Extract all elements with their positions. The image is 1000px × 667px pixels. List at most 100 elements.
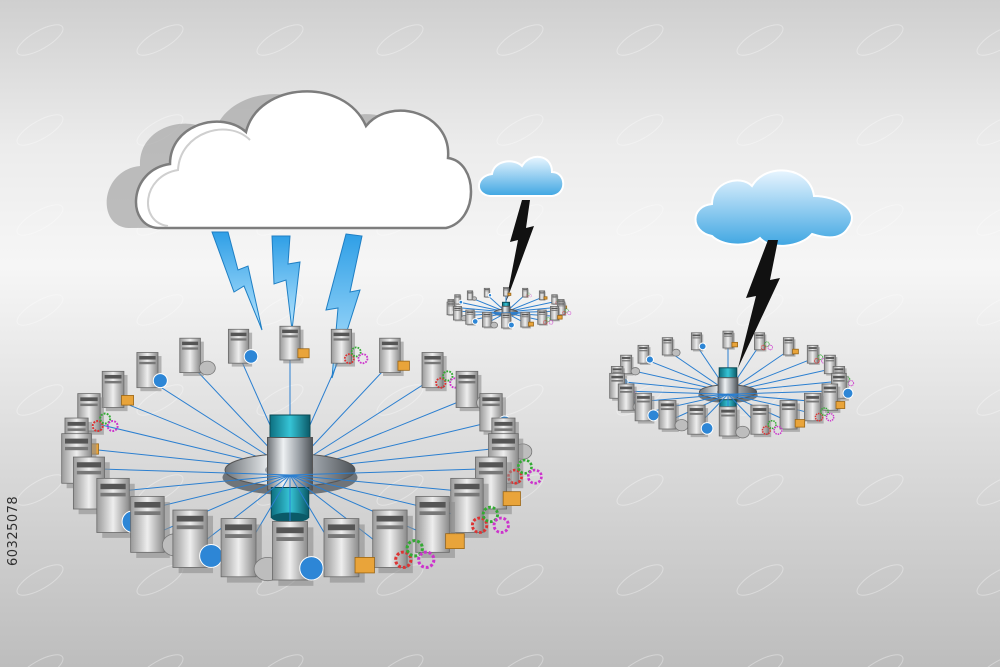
server-slot — [458, 374, 476, 379]
large-cluster — [61, 90, 543, 586]
watermark-mark — [976, 384, 1000, 416]
folder-icon — [354, 557, 375, 574]
server-icon — [782, 337, 795, 356]
server-icon — [227, 328, 250, 364]
server-slot — [808, 347, 817, 349]
lightning-bolt-icon — [271, 235, 301, 331]
watermark-mark — [496, 564, 544, 596]
server-slot — [64, 446, 89, 451]
server-slot — [230, 332, 247, 337]
server-slot — [376, 515, 404, 522]
server-slot — [139, 361, 156, 365]
watermark-mark — [376, 24, 424, 56]
server-icon — [483, 287, 490, 298]
watermark-mark — [976, 294, 1000, 326]
watermark-mark — [616, 204, 664, 236]
server-slot — [558, 305, 565, 307]
watermark-mark — [136, 294, 184, 326]
globe-icon — [700, 422, 714, 435]
globe-icon — [299, 556, 324, 581]
globe-icon — [458, 299, 464, 305]
watermark-mark — [736, 24, 784, 56]
server-slot — [282, 329, 298, 333]
server-slot — [447, 305, 454, 307]
server-slot — [76, 462, 102, 468]
server-slot — [755, 334, 764, 337]
server-slot — [833, 375, 845, 379]
folder-icon — [792, 348, 799, 355]
server-slot — [538, 313, 546, 315]
medium-ring — [609, 330, 855, 439]
server-slot — [611, 375, 623, 379]
server-slot — [639, 350, 648, 352]
globe-icon — [487, 293, 493, 298]
watermark-mark — [496, 114, 544, 146]
server-slot — [67, 428, 86, 431]
server-slot — [182, 347, 199, 350]
gear-icon — [343, 353, 355, 365]
server-slot — [478, 462, 504, 468]
server-slot — [636, 396, 650, 399]
small-ring — [446, 287, 572, 330]
server-icon — [806, 344, 819, 364]
server-slot — [660, 403, 675, 407]
server-slot — [781, 408, 796, 411]
gear-icon — [417, 550, 436, 569]
gear-icon — [764, 341, 770, 347]
watermark-mark — [976, 474, 1000, 506]
server-slot — [455, 295, 460, 297]
server-icon — [617, 383, 635, 411]
watermark-mark — [616, 114, 664, 146]
gear-icon — [545, 317, 551, 322]
network-cable — [76, 467, 291, 476]
server-icon — [453, 306, 462, 321]
globe-icon — [152, 373, 168, 389]
server-slot — [182, 341, 199, 346]
server-slot — [230, 338, 247, 341]
gear-icon — [481, 505, 500, 524]
watermark-mark — [496, 654, 544, 667]
medium-cluster — [609, 169, 855, 439]
gear-icon — [543, 320, 548, 325]
network-cable — [147, 474, 291, 538]
server-slot — [381, 347, 398, 350]
server-icon — [522, 287, 529, 298]
server-slot — [551, 310, 558, 311]
network-cable — [643, 393, 729, 414]
watermark-mark — [16, 204, 64, 236]
gear-icon — [525, 294, 529, 298]
server-icon — [620, 354, 633, 375]
database-icon — [471, 296, 477, 301]
server-slot — [523, 289, 528, 291]
server-slot — [139, 356, 156, 360]
server-slot — [104, 380, 122, 384]
watermark-mark — [616, 294, 664, 326]
watermark-mark — [736, 564, 784, 596]
server-slot — [176, 515, 204, 522]
server-slot — [621, 357, 631, 359]
large-ring — [61, 325, 543, 586]
server-slot — [484, 289, 489, 291]
server-slot — [276, 527, 304, 534]
gear-icon — [99, 412, 112, 425]
folder-icon — [794, 419, 806, 428]
server-slot — [538, 311, 546, 313]
server-slot — [454, 310, 461, 311]
server-slot — [823, 386, 837, 390]
folder-icon — [121, 395, 134, 406]
server-slot — [176, 525, 204, 530]
watermark-mark — [376, 474, 424, 506]
watermark-mark — [736, 474, 784, 506]
gear-icon — [350, 346, 362, 358]
server-slot — [381, 341, 398, 346]
server-slot — [100, 483, 126, 490]
server-slot — [636, 400, 650, 403]
server-slot — [454, 307, 461, 310]
globe-icon — [645, 355, 654, 364]
server-icon — [482, 311, 492, 328]
gear-icon — [548, 320, 554, 325]
server-icon — [136, 352, 159, 389]
watermark-mark — [256, 384, 304, 416]
server-slot — [67, 421, 86, 426]
globe-icon — [471, 318, 479, 325]
